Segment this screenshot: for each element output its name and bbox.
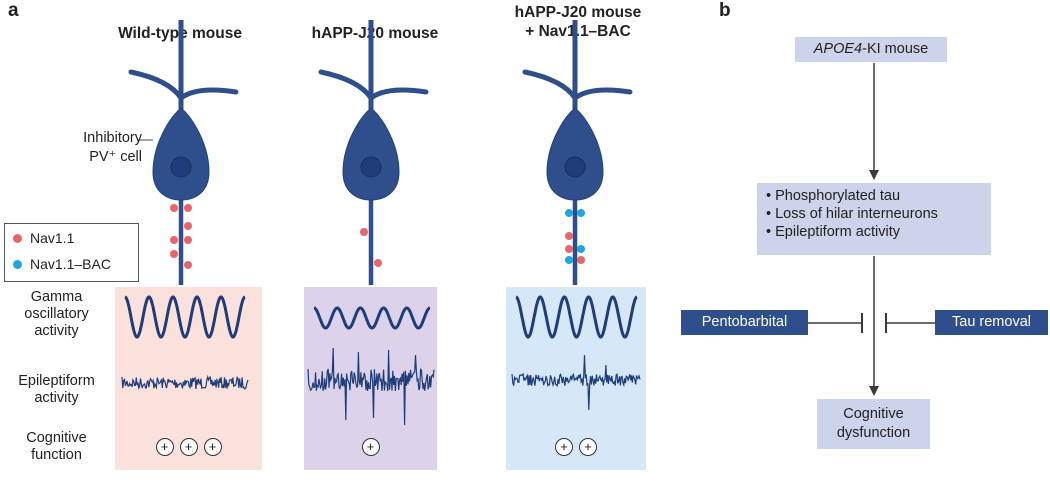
- nav11-channel-dot: [374, 259, 382, 267]
- plus-icon: +: [203, 438, 222, 456]
- row-label-cognitive: Cognitive function: [4, 430, 109, 464]
- nav11-channel-dot: [565, 245, 573, 253]
- nav11-channel-dot: [184, 261, 192, 269]
- nav11-channel-dot: [184, 236, 192, 244]
- mechanisms-box: • Phosphorylated tau • Loss of hilar int…: [757, 183, 991, 255]
- nav11-channel-dot: [577, 256, 585, 264]
- model-name: -KI mouse: [862, 41, 929, 57]
- mechanism-label: Phosphorylated tau: [775, 188, 901, 204]
- panel-a-letter: a: [8, 0, 19, 21]
- gene-name: APOE4: [813, 41, 863, 57]
- gamma-wave-wild-type: [124, 295, 246, 339]
- plus-icon: +: [179, 438, 198, 456]
- nav11-channel-dot: [184, 204, 192, 212]
- pentobarbital-box: Pentobarbital: [681, 310, 808, 335]
- col-title-happ-j20: hAPP-J20 mouse: [290, 24, 460, 43]
- legend-item-nav11-bac: Nav1.1–BAC: [13, 256, 111, 272]
- soma: [152, 107, 210, 201]
- neuron: [522, 20, 633, 285]
- red-dot-icon: [13, 233, 22, 243]
- row-label-line: Gamma: [30, 289, 83, 305]
- row-label-epileptiform: Epileptiform activity: [4, 373, 109, 407]
- bullet-icon: •: [766, 188, 772, 204]
- gamma-wave-happ: [313, 306, 431, 330]
- blue-dot-icon: [13, 259, 22, 269]
- dendrite-branch: [178, 87, 239, 101]
- nav11-channel-dot: [170, 204, 178, 212]
- col-title-line: + Nav1.1–BAC: [525, 23, 631, 40]
- mechanism-item: • Phosphorylated tau: [757, 187, 991, 205]
- col-title-happ-j20-nav: hAPP-J20 mouse + Nav1.1–BAC: [483, 3, 673, 41]
- dendrite-branch: [128, 69, 184, 101]
- dendrite-branch: [572, 87, 633, 101]
- legend: Nav1.1 Nav1.1–BAC: [4, 223, 139, 282]
- apoe4-ki-mouse-box: APOE4-KI mouse: [795, 37, 947, 62]
- cognitive-dysfunction-box: Cognitive dysfunction: [817, 399, 930, 449]
- bullet-icon: •: [766, 206, 772, 222]
- dendrite-branch: [318, 69, 374, 101]
- plus-icon: +: [155, 438, 174, 456]
- row-label-line: Cognitive: [26, 430, 87, 446]
- nucleus: [564, 156, 586, 178]
- row-label-line: activity: [34, 323, 79, 339]
- mechanism-label: Loss of hilar interneurons: [775, 206, 938, 222]
- nav11-channel-dot: [170, 250, 178, 258]
- epileptiform-trace-wild-type: [121, 374, 249, 390]
- row-label-line: function: [31, 447, 82, 463]
- epileptiform-trace-happ: [307, 347, 435, 426]
- nav11-bac-channel-dot: [577, 209, 585, 217]
- neuron: [128, 20, 239, 285]
- nav11-channel-dot: [565, 232, 573, 240]
- mechanism-label: Epileptiform activity: [775, 224, 901, 240]
- nav11-channel-dot: [170, 236, 178, 244]
- mechanism-item: • Loss of hilar interneurons: [757, 205, 991, 223]
- gamma-wave-happ-nav: [515, 295, 638, 339]
- nucleus: [170, 156, 192, 178]
- dendrite-branch: [522, 69, 578, 101]
- nav11-channel-dot: [360, 228, 368, 236]
- outcome-line: Cognitive: [843, 406, 904, 422]
- dendrite-branch: [368, 87, 429, 101]
- row-label-line: Epileptiform: [18, 373, 95, 389]
- nav11-bac-channel-dot: [577, 245, 585, 253]
- legend-label: Nav1.1: [30, 230, 75, 246]
- cognitive-pluses-happ-nav: ++: [506, 438, 646, 456]
- col-title-line: hAPP-J20 mouse: [311, 25, 439, 42]
- mechanism-item: • Epileptiform activity: [757, 223, 991, 241]
- cell-type-label: Inhibitory PV⁺ cell: [52, 129, 142, 167]
- legend-label: Nav1.1–BAC: [30, 256, 111, 272]
- panel-b-letter: b: [719, 0, 731, 21]
- nav11-bac-channel-dot: [565, 256, 573, 264]
- plus-icon: +: [361, 438, 380, 456]
- row-label-line: activity: [34, 390, 79, 406]
- epileptiform-trace-happ-nav: [511, 354, 641, 411]
- legend-item-nav11: Nav1.1: [13, 230, 74, 246]
- cognitive-pluses-happ: +: [304, 438, 437, 456]
- bullet-icon: •: [766, 224, 772, 240]
- plus-icon: +: [579, 438, 597, 456]
- soma: [342, 107, 400, 201]
- col-title-line: hAPP-J20 mouse: [514, 4, 642, 21]
- cognitive-pluses-wild-type: + + +: [115, 438, 262, 456]
- nucleus: [360, 156, 382, 178]
- cell-label-line: Inhibitory: [83, 130, 142, 146]
- nav11-channel-dot: [184, 222, 192, 230]
- outcome-line: dysfunction: [836, 425, 911, 441]
- cell-label-line: PV⁺ cell: [89, 149, 142, 165]
- row-label-gamma: Gamma oscillatory activity: [4, 289, 109, 340]
- tau-removal-box: Tau removal: [935, 310, 1048, 335]
- row-label-line: oscillatory: [24, 306, 89, 322]
- neuron: [318, 20, 429, 285]
- nav11-bac-channel-dot: [565, 209, 573, 217]
- soma: [546, 107, 604, 201]
- plus-icon: +: [555, 438, 573, 456]
